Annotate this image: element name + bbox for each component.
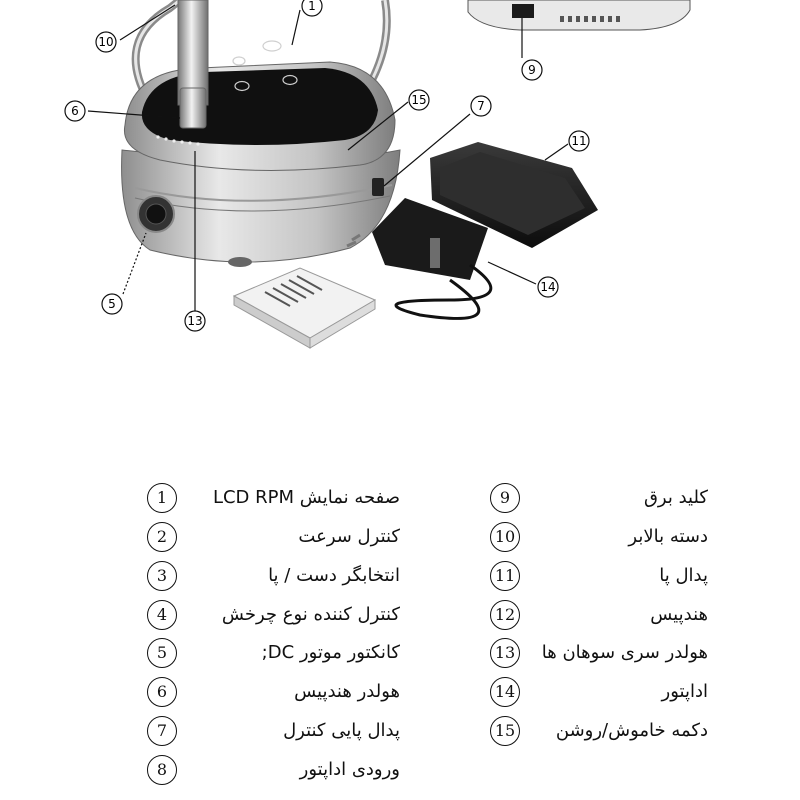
legend-label: هندپیس bbox=[650, 604, 708, 625]
legend-number: 7 bbox=[147, 716, 177, 746]
legend-label: دکمه خاموش/روشن bbox=[555, 720, 708, 741]
callout-6: 6 bbox=[64, 100, 86, 122]
callout-11: 11 bbox=[568, 130, 590, 152]
svg-text:6: 6 bbox=[71, 104, 79, 118]
vent-slots bbox=[560, 16, 620, 22]
legend-number: 2 bbox=[147, 522, 177, 552]
power-switch bbox=[512, 4, 534, 18]
legend-number: 5 bbox=[147, 638, 177, 668]
svg-text:11: 11 bbox=[571, 134, 586, 148]
legend-number: 14 bbox=[490, 677, 520, 707]
legend-number: 6 bbox=[147, 677, 177, 707]
callout-5: 5 bbox=[101, 293, 123, 315]
control-panel bbox=[141, 68, 378, 145]
legend-label: انتخابگر دست / پا bbox=[268, 565, 400, 586]
svg-text:7: 7 bbox=[477, 99, 485, 113]
device-side-view bbox=[467, 0, 691, 31]
legend-label: دسته بالابر bbox=[628, 526, 708, 547]
legend-number: 15 bbox=[490, 716, 520, 746]
panel-buttons bbox=[232, 40, 298, 92]
bits-box bbox=[232, 267, 377, 349]
power-adapter bbox=[346, 198, 493, 320]
legend-number: 1 bbox=[147, 483, 177, 513]
dc-connector bbox=[137, 195, 175, 233]
legend-label: اداپتور bbox=[661, 681, 708, 702]
legend-label: هولدر سری سوهان ها bbox=[541, 642, 708, 663]
callout-13: 13 bbox=[184, 310, 206, 332]
legend-label: کانکتور موتور DC; bbox=[261, 642, 400, 663]
legend-number: 11 bbox=[490, 561, 520, 591]
svg-text:13: 13 bbox=[187, 314, 202, 328]
svg-text:14: 14 bbox=[540, 280, 555, 294]
legend-number: 12 bbox=[490, 600, 520, 630]
legend-number: 9 bbox=[490, 483, 520, 513]
callout-7: 7 bbox=[470, 95, 492, 117]
svg-text:10: 10 bbox=[98, 35, 113, 49]
legend-label: کنترل سرعت bbox=[298, 526, 400, 547]
callout-15: 15 bbox=[408, 89, 430, 111]
handpiece bbox=[177, 0, 209, 129]
svg-text:15: 15 bbox=[411, 93, 426, 107]
callout-1: 1 bbox=[301, 0, 323, 17]
legend-number: 8 bbox=[147, 755, 177, 785]
callout-10: 10 bbox=[95, 31, 117, 53]
legend-label: پدال پایی کنترل bbox=[283, 720, 400, 741]
legend-number: 4 bbox=[147, 600, 177, 630]
adapter-input bbox=[372, 178, 384, 196]
legend-label: کنترل کننده نوع چرخش bbox=[221, 604, 400, 625]
callout-14: 14 bbox=[537, 276, 559, 298]
legend-label: صفحه نمایش LCD RPM bbox=[212, 487, 400, 508]
legend-label: ورودی اداپتور bbox=[299, 759, 400, 780]
callout-9: 9 bbox=[521, 59, 543, 81]
svg-text:5: 5 bbox=[108, 297, 116, 311]
svg-text:9: 9 bbox=[528, 63, 536, 77]
legend-label: کلید برق bbox=[643, 487, 708, 508]
legend-label: پدال پا bbox=[659, 565, 708, 586]
bit-holder-dots bbox=[156, 135, 200, 146]
legend-label: هولدر هندپیس bbox=[294, 681, 400, 702]
legend-number: 3 bbox=[147, 561, 177, 591]
svg-text:1: 1 bbox=[308, 0, 316, 13]
legend-number: 13 bbox=[490, 638, 520, 668]
device-diagram: 1 5 6 7 9 10 11 13 14 15 bbox=[64, 0, 691, 349]
foot-pedal bbox=[430, 142, 598, 248]
legend-number: 10 bbox=[490, 522, 520, 552]
